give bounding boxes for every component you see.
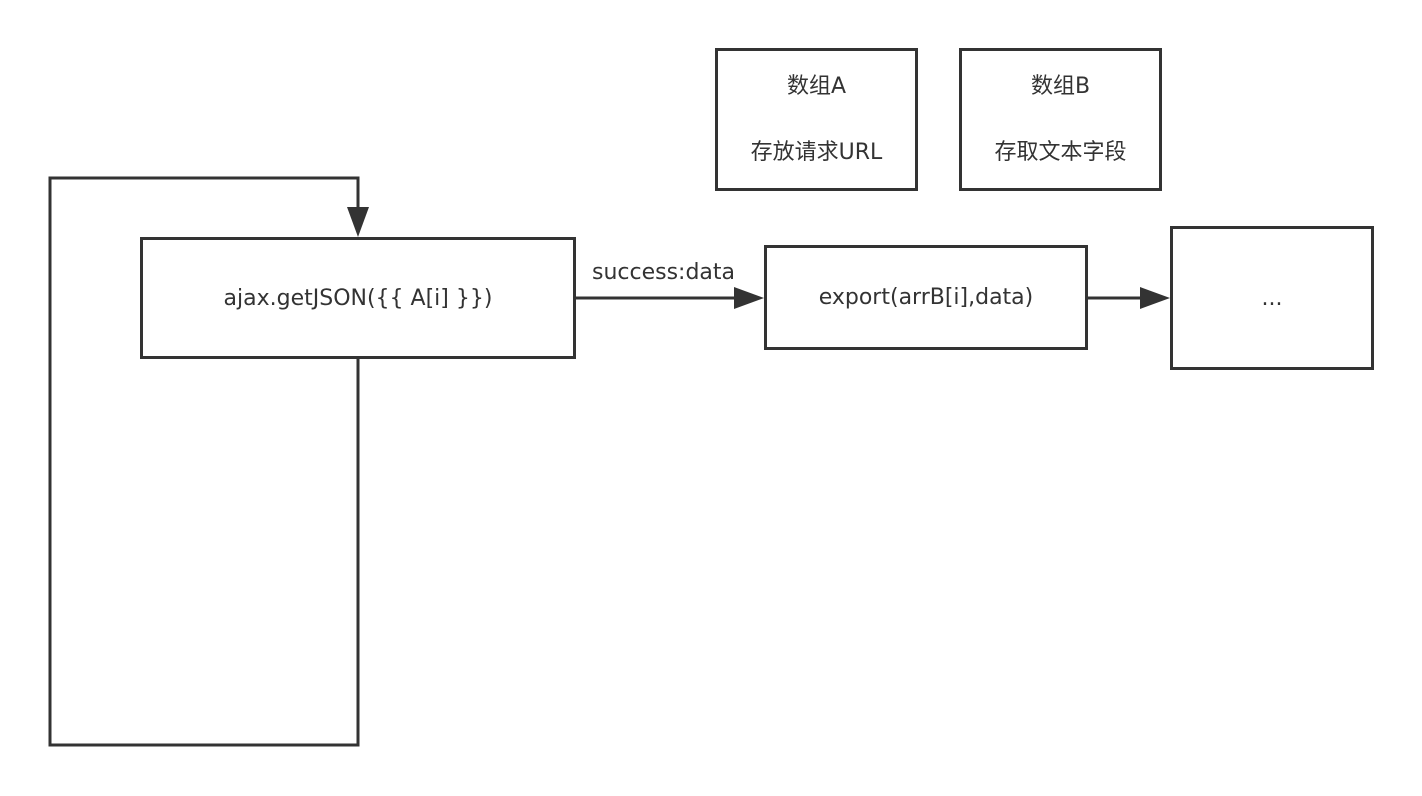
array-a-title: 数组A <box>786 74 847 99</box>
next-step-node: ... <box>1170 226 1374 370</box>
export-label: export(arrB[i],data) <box>818 285 1034 310</box>
ajax-getjson-label: ajax.getJSON({{ A[i] }}) <box>223 285 493 311</box>
array-b-label: 数组B 存取文本字段 <box>994 37 1126 202</box>
array-b-description: 存取文本字段 <box>994 140 1127 165</box>
array-b-node: 数组B 存取文本字段 <box>959 48 1162 191</box>
loop-back-arrowhead <box>347 207 369 237</box>
next-step-label: ... <box>1261 285 1283 311</box>
ajax-to-export-arrowhead <box>734 287 764 309</box>
success-data-edge-label: success:data <box>590 260 738 285</box>
array-b-title: 数组B <box>1030 74 1091 99</box>
array-a-node: 数组A 存放请求URL <box>715 48 918 191</box>
array-a-label: 数组A 存放请求URL <box>751 37 883 202</box>
export-to-next-arrowhead <box>1140 287 1170 309</box>
export-node: export(arrB[i],data) <box>764 245 1088 350</box>
array-a-description: 存放请求URL <box>750 140 883 165</box>
ajax-getjson-node: ajax.getJSON({{ A[i] }}) <box>140 237 576 359</box>
